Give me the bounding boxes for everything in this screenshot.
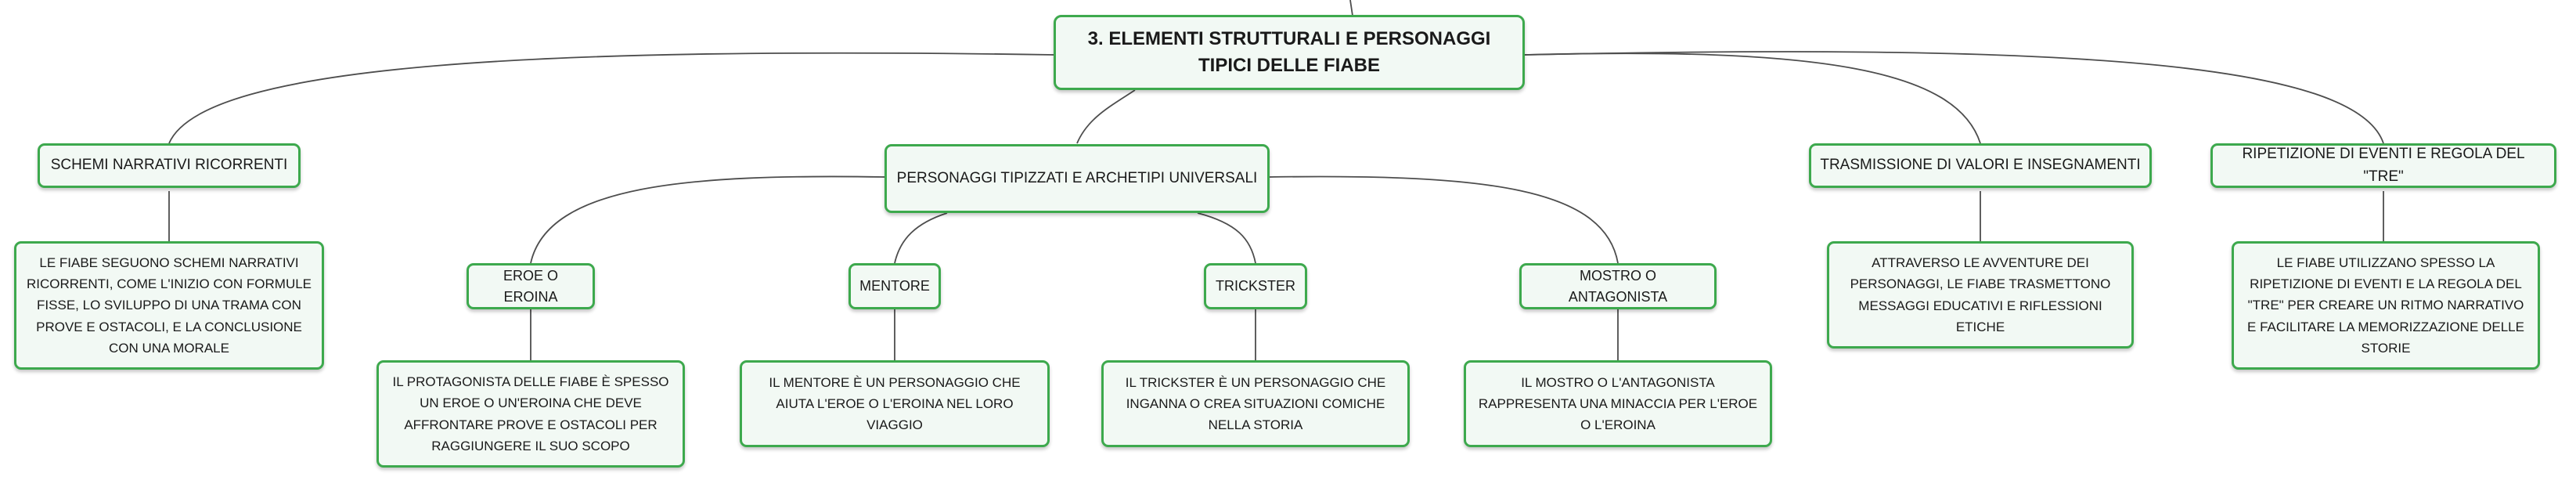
- topic-schemi-narrativi[interactable]: SCHEMI NARRATIVI RICORRENTI: [38, 143, 301, 188]
- root-node-label: 3. ELEMENTI STRUTTURALI E PERSONAGGI TIP…: [1087, 27, 1491, 76]
- connector-root-personaggi: [1076, 89, 1136, 144]
- connector-personaggi-mentore: [894, 212, 948, 264]
- topic-ripetizione-eventi-label: RIPETIZIONE DI EVENTI E REGOLA DEL "TRE": [2242, 146, 2525, 185]
- desc-mentore[interactable]: IL MENTORE È UN PERSONAGGIO CHE AIUTA L'…: [740, 360, 1050, 447]
- desc-ripetizione-eventi[interactable]: LE FIABE UTILIZZANO SPESSO LA RIPETIZION…: [2232, 241, 2540, 370]
- subtopic-mostro-label: MOSTRO O ANTAGONISTA: [1568, 267, 1668, 305]
- topic-trasmissione-valori[interactable]: TRASMISSIONE DI VALORI E INSEGNAMENTI: [1809, 143, 2152, 188]
- subtopic-trickster[interactable]: TRICKSTER: [1204, 263, 1307, 309]
- desc-trickster[interactable]: IL TRICKSTER È UN PERSONAGGIO CHE INGANN…: [1101, 360, 1410, 447]
- topic-ripetizione-eventi[interactable]: RIPETIZIONE DI EVENTI E REGOLA DEL "TRE": [2210, 143, 2556, 188]
- desc-mentore-text: IL MENTORE È UN PERSONAGGIO CHE AIUTA L'…: [769, 374, 1021, 433]
- connector-personaggi-eroe: [530, 175, 885, 264]
- topic-personaggi-tipizzati[interactable]: PERSONAGGI TIPIZZATI E ARCHETIPI UNIVERS…: [884, 144, 1270, 213]
- desc-trasmissione-valori-text: ATTRAVERSO LE AVVENTURE DEI PERSONAGGI, …: [1850, 255, 2111, 334]
- subtopic-eroe-label: EROE O EROINA: [503, 267, 558, 305]
- desc-mostro-text: IL MOSTRO O L'ANTAGONISTA RAPPRESENTA UN…: [1478, 374, 1758, 433]
- desc-eroe[interactable]: IL PROTAGONISTA DELLE FIABE È SPESSO UN …: [376, 360, 685, 468]
- desc-schemi-narrativi[interactable]: LE FIABE SEGUONO SCHEMI NARRATIVI RICORR…: [14, 241, 324, 370]
- desc-trickster-text: IL TRICKSTER È UN PERSONAGGIO CHE INGANN…: [1125, 374, 1386, 433]
- connector-top-stub: [1349, 0, 1353, 16]
- topic-schemi-narrativi-label: SCHEMI NARRATIVI RICORRENTI: [50, 157, 288, 174]
- topic-personaggi-tipizzati-label: PERSONAGGI TIPIZZATI E ARCHETIPI UNIVERS…: [896, 169, 1258, 186]
- desc-ripetizione-eventi-text: LE FIABE UTILIZZANO SPESSO LA RIPETIZION…: [2247, 255, 2524, 356]
- connector-personaggi-trickster: [1197, 212, 1256, 264]
- desc-eroe-text: IL PROTAGONISTA DELLE FIABE È SPESSO UN …: [392, 374, 669, 453]
- subtopic-mostro[interactable]: MOSTRO O ANTAGONISTA: [1519, 263, 1717, 309]
- root-node[interactable]: 3. ELEMENTI STRUTTURALI E PERSONAGGI TIP…: [1054, 15, 1525, 90]
- desc-mostro[interactable]: IL MOSTRO O L'ANTAGONISTA RAPPRESENTA UN…: [1464, 360, 1772, 447]
- desc-trasmissione-valori[interactable]: ATTRAVERSO LE AVVENTURE DEI PERSONAGGI, …: [1827, 241, 2134, 349]
- connector-root-schemi: [168, 52, 1054, 144]
- subtopic-trickster-label: TRICKSTER: [1215, 278, 1295, 294]
- connector-root-trasmissione: [1524, 52, 1981, 144]
- connector-root-ripetizione: [1524, 51, 2384, 144]
- topic-trasmissione-valori-label: TRASMISSIONE DI VALORI E INSEGNAMENTI: [1820, 157, 2141, 174]
- desc-schemi-narrativi-text: LE FIABE SEGUONO SCHEMI NARRATIVI RICORR…: [26, 255, 312, 356]
- subtopic-eroe[interactable]: EROE O EROINA: [467, 263, 595, 309]
- subtopic-mentore[interactable]: MENTORE: [848, 263, 941, 309]
- connector-personaggi-mostro: [1269, 175, 1619, 264]
- subtopic-mentore-label: MENTORE: [859, 278, 930, 294]
